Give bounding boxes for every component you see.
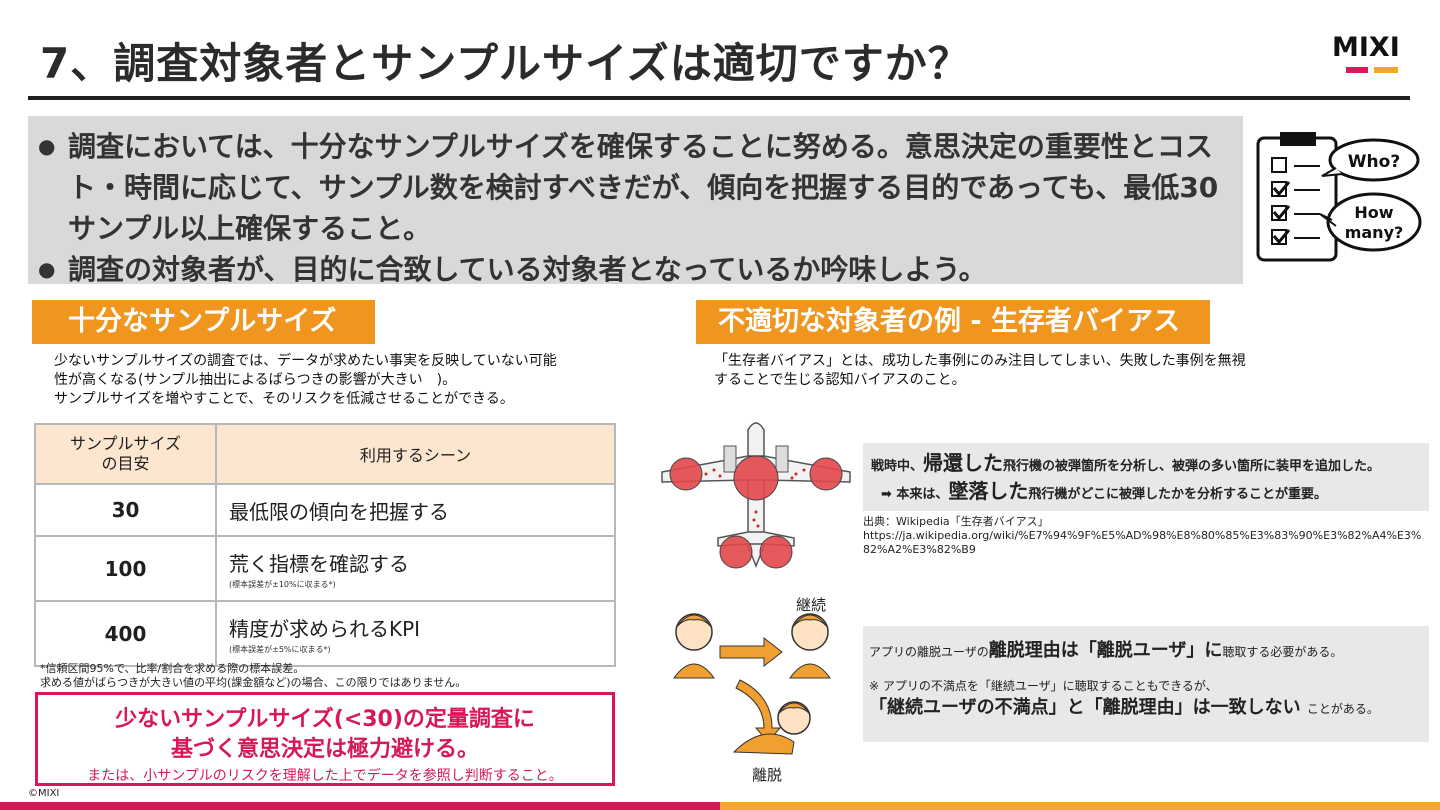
sample-size-table: サンプルサイズ の目安 利用するシーン 30 最低限の傾向を把握する 100 荒… [34, 423, 616, 667]
fact-line-2: ➡ 本来は、墜落した飛行機がどこに被弾したかを分析することが重要。 [881, 479, 1328, 503]
logo-orange-bar [1374, 67, 1398, 73]
logo-text: MIXI [1332, 32, 1400, 63]
source-citation: 出典：Wikipedia「生存者バイアス」 https://ja.wikiped… [863, 515, 1422, 556]
table-row: 400 精度が求められるKPI(標本誤差が±5%に収まる*) [34, 600, 616, 667]
warning-sub: または、小サンプルのリスクを理解した上でデータを参照し判断すること。 [87, 768, 563, 784]
summary-bullet: 調査の対象者が、目的に合致している対象者となっているか吟味しよう。 [38, 249, 1238, 290]
copyright: ©MIXI [28, 788, 60, 799]
user-churn-icon [673, 613, 831, 755]
reason-line-1: アプリの離脱ユーザの離脱理由は「離脱ユーザ」に聴取する必要がある。 [869, 640, 1343, 661]
user-figure-lying [732, 701, 811, 755]
user-figure-right [789, 613, 831, 679]
desc-line: 少ないサンプルサイズの調査では、データが求めたい事実を反映していない可能 [54, 353, 557, 369]
table-header-row: サンプルサイズ の目安 利用するシーン [34, 423, 616, 485]
how-bubble-text-2: many? [1345, 223, 1404, 242]
desc-line: 性が高くなる(サンプル抽出によるばらつきの影響が大きい )。 [54, 372, 457, 388]
airplane-damage-icon [661, 422, 851, 569]
footer-band-orange [720, 802, 1440, 810]
fact-line-1: 戦時中、帰還した飛行機の被弾箇所を分析し、被弾の多い箇所に装甲を追加した。 [871, 451, 1381, 475]
summary-list: 調査においては、十分なサンプルサイズを確保することに努める。意思決定の重要性とコ… [28, 116, 1243, 290]
cell-note: (標本誤差が±10%に収まる*) [229, 579, 336, 589]
user-figure-left [673, 613, 715, 679]
table-row: 30 最低限の傾向を把握する [34, 483, 616, 537]
cell-size: 100 [34, 535, 217, 602]
cell-size: 30 [34, 483, 217, 537]
section-header-sample-size: 十分なサンプルサイズ [32, 300, 375, 344]
section-header-survivor-bias: 不適切な対象者の例 - 生存者バイアス [696, 300, 1210, 344]
label-continue: 継続 [796, 596, 827, 614]
source-link[interactable]: https://ja.wikipedia.org/wiki/%E7%94%9F%… [863, 529, 1422, 556]
who-bubble-text: Who? [1348, 152, 1400, 172]
clipboard-checklist-icon: Who? How many? [1256, 132, 1422, 262]
summary-box: 調査においては、十分なサンプルサイズを確保することに努める。意思決定の重要性とコ… [28, 116, 1243, 290]
cell-scene: 荒く指標を確認する(標本誤差が±10%に収まる*) [215, 535, 616, 602]
summary-bullet: 調査においては、十分なサンプルサイズを確保することに努める。意思決定の重要性とコ… [38, 126, 1238, 249]
title-divider [28, 96, 1410, 100]
warning-box: 少ないサンプルサイズ(<30)の定量調査に 基づく意思決定は極力避ける。 または… [35, 692, 615, 786]
reason-line-2: ※ アプリの不満点を「継続ユーザ」に聴取することもできるが、 [869, 679, 1218, 693]
sample-size-description: 少ないサンプルサイズの調査では、データが求めたい事実を反映していない可能 性が高… [54, 352, 614, 409]
churn-reason-box: アプリの離脱ユーザの離脱理由は「離脱ユーザ」に聴取する必要がある。 ※ アプリの… [863, 626, 1429, 742]
survivor-fact-box: 戦時中、帰還した飛行機の被弾箇所を分析し、被弾の多い箇所に装甲を追加した。 ➡ … [863, 443, 1429, 511]
how-bubble-text-1: How [1354, 203, 1393, 222]
cell-size: 400 [34, 600, 217, 667]
label-leave: 離脱 [752, 766, 783, 784]
header-scene: 利用するシーン [215, 423, 616, 485]
table-footnote: *信頼区間95%で、比率/割合を求める際の標本誤差。 求める値がばらつきが大きい… [40, 662, 467, 689]
cell-scene: 最低限の傾向を把握する [215, 483, 616, 537]
table-row: 100 荒く指標を確認する(標本誤差が±10%に収まる*) [34, 535, 616, 602]
header-size: サンプルサイズ の目安 [34, 423, 217, 485]
cell-scene: 精度が求められるKPI(標本誤差が±5%に収まる*) [215, 600, 616, 667]
cell-note: (標本誤差が±5%に収まる*) [229, 644, 331, 654]
desc-line: することで生じる認知バイアスのこと。 [714, 372, 966, 388]
desc-line: サンプルサイズを増やすことで、そのリスクを低減させることができる。 [54, 391, 514, 407]
desc-line: 「生存者バイアス」とは、成功した事例にのみ注目してしまい、失敗した事例を無視 [714, 353, 1246, 369]
mixi-logo: MIXI [1332, 34, 1412, 76]
survivor-bias-description: 「生存者バイアス」とは、成功した事例にのみ注目してしまい、失敗した事例を無視 す… [714, 352, 1274, 390]
reason-line-3: 「継続ユーザの不満点」と「離脱理由」は一致しない ことがある。 [869, 697, 1379, 718]
footer-band-pink [0, 802, 720, 810]
warning-main: 少ないサンプルサイズ(<30)の定量調査に 基づく意思決定は極力避ける。 [115, 707, 535, 762]
logo-pink-bar [1346, 67, 1368, 73]
page-title: 7、調査対象者とサンプルサイズは適切ですか？ [40, 39, 971, 88]
